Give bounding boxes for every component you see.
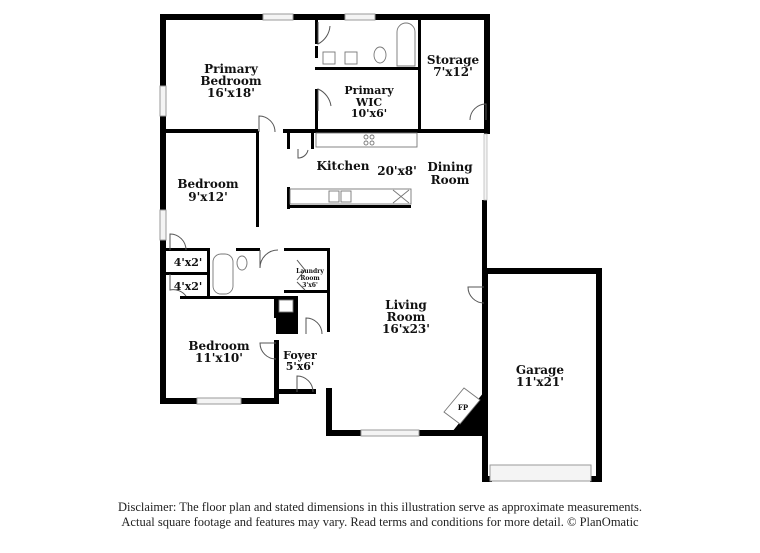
closet1-dim: 4'x2' (174, 256, 203, 269)
windows (159, 13, 592, 482)
doors (169, 22, 487, 393)
laundry-label: Laundry (296, 268, 324, 275)
wic-label: Primary (344, 84, 394, 97)
bedroom2-label: Bedroom (177, 177, 238, 191)
window (159, 209, 167, 241)
window (360, 429, 420, 437)
wic-label: WIC (355, 96, 382, 109)
disclaimer-line-2: Actual square footage and features may v… (121, 515, 639, 529)
bathtub (212, 253, 234, 295)
dining-label: Room (431, 173, 470, 187)
counter (315, 132, 418, 148)
dining-label: Dining (427, 160, 473, 174)
toilet (236, 255, 248, 271)
bedroom3-dim: 11'x10' (195, 351, 243, 365)
storage-label: Storage (427, 53, 480, 67)
sliding-door (483, 133, 488, 201)
primary-bedroom-label: Primary (204, 62, 259, 76)
window (196, 397, 242, 405)
living-label: Room (387, 310, 426, 324)
exterior-walls (160, 14, 602, 482)
storage-dim: 7'x12' (433, 65, 473, 79)
window (159, 85, 167, 117)
disclaimer-line-1: Disclaimer: The floor plan and stated di… (118, 500, 642, 514)
living-dim: 16'x23' (382, 322, 430, 336)
primary-bedroom-label: Bedroom (200, 74, 261, 88)
window (344, 13, 376, 21)
foyer-label: Foyer (283, 349, 317, 362)
garage-label: Garage (516, 363, 565, 377)
sink (278, 299, 294, 313)
kitchen-label: Kitchen (317, 159, 370, 173)
bedroom2-dim: 9'x12' (188, 190, 228, 204)
window (262, 13, 294, 21)
laundry-dim: 3'x6' (302, 282, 318, 289)
bathtub (396, 22, 416, 67)
fireplace-hearth (443, 387, 481, 425)
laundry-label: Room (300, 275, 320, 282)
primary-bedroom-dim: 16'x18' (207, 86, 255, 100)
room-labels: Primary Bedroom 16'x18' Primary WIC 10'x… (174, 53, 565, 412)
fireplace-label: FP (458, 403, 469, 412)
garage-door (489, 464, 592, 482)
toilet (373, 46, 387, 64)
foyer-dim: 5'x6' (286, 360, 315, 373)
bedroom3-label: Bedroom (188, 339, 249, 353)
garage-dim: 11'x21' (516, 375, 564, 389)
fixtures (212, 22, 484, 432)
kitchen-dim: 20'x8' (377, 164, 417, 178)
sink (322, 51, 336, 65)
sink (344, 51, 358, 65)
closet2-dim: 4'x2' (174, 280, 203, 293)
living-label: Living (385, 298, 427, 312)
wic-dim: 10'x6' (351, 107, 387, 120)
